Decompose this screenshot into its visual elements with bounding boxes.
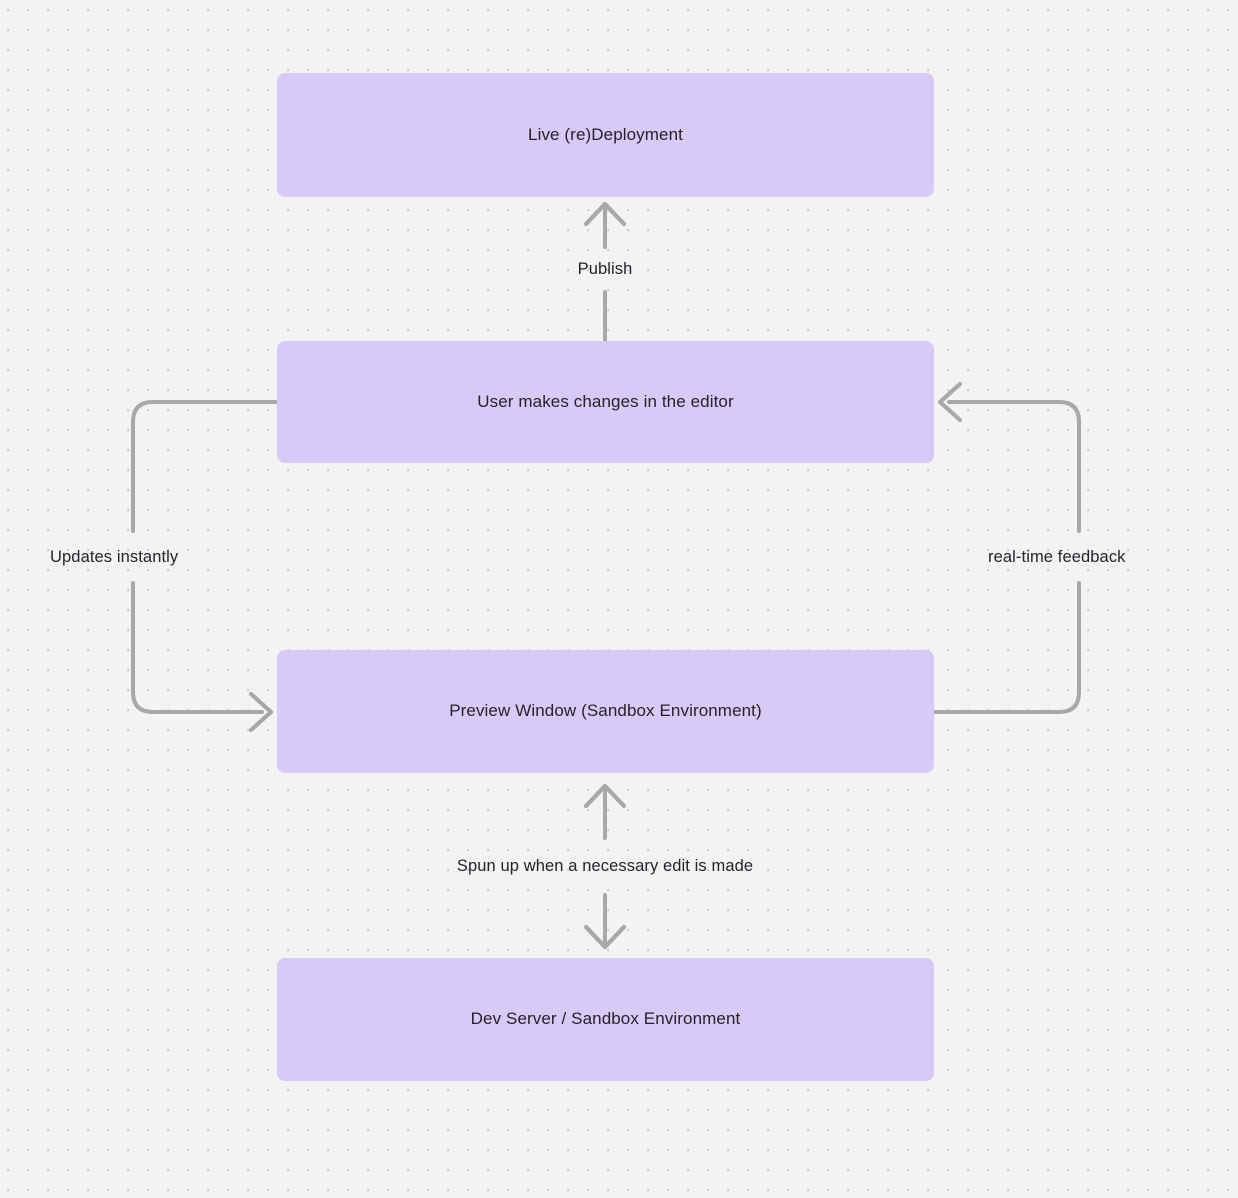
edge-label-publish[interactable]: Publish [577,259,633,278]
edge-label-updates-instantly[interactable]: Updates instantly [50,548,179,566]
node-user-edits[interactable]: User makes changes in the editor [277,341,934,463]
node-preview-window[interactable]: Preview Window (Sandbox Environment) [277,650,934,773]
edge-label-real-time-feedback[interactable]: real-time feedback [988,548,1126,566]
node-live-deployment[interactable]: Live (re)Deployment [277,73,934,197]
node-dev-server[interactable]: Dev Server / Sandbox Environment [277,958,934,1081]
edge-updates-instantly [131,400,279,733]
edge-label-spun-up[interactable]: Spun up when a necessary edit is made [456,856,754,875]
node-label: Dev Server / Sandbox Environment [470,1009,741,1029]
node-label: Preview Window (Sandbox Environment) [449,701,762,721]
node-label: Live (re)Deployment [528,124,683,144]
node-label: User makes changes in the editor [477,391,734,411]
